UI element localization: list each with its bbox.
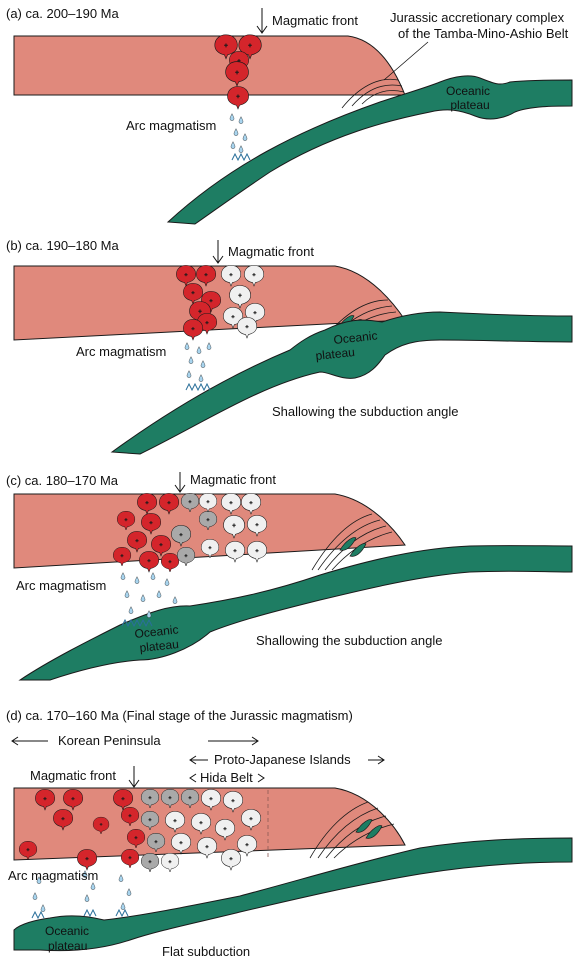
oceanic-plateau-label: Oceanic <box>45 924 89 938</box>
arc-magmatism-label: Arc magmatism <box>76 344 166 359</box>
proto-japanese-islands-label: Proto-Japanese Islands <box>214 752 351 767</box>
accretionary-complex <box>341 78 405 109</box>
arc-magmatism-label: Arc magmatism <box>16 578 106 593</box>
hida-belt-label: Hida Belt <box>200 770 253 785</box>
fluid-droplets <box>229 113 248 154</box>
accretionary-complex-label: Jurassic accretionary complex <box>390 10 565 25</box>
panel-a-title: (a) ca. 200–190 Ma <box>6 6 120 21</box>
continental-crust <box>13 493 406 569</box>
magmatic-front-arrow <box>256 8 268 34</box>
panel-b: (b) ca. 190–180 Ma Oceanic plateau <box>6 238 573 455</box>
oceanic-plateau-label: Oceanic <box>134 622 179 641</box>
subduction-note: Shallowing the subduction angle <box>272 404 458 419</box>
oceanic-plateau-label: plateau <box>139 637 180 655</box>
dehydration-front <box>31 908 129 920</box>
magmatic-front-label: Magmatic front <box>228 244 314 259</box>
korean-peninsula-label: Korean Peninsula <box>58 733 161 748</box>
panel-b-title: (b) ca. 190–180 Ma <box>6 238 120 253</box>
magmatic-front-arrow <box>212 240 224 264</box>
oceanic-plateau-label: Oceanic <box>333 328 378 347</box>
hida-belt-arrow <box>189 773 265 783</box>
oceanic-plateau-label: Oceanic <box>446 84 490 98</box>
subduction-note: Flat subduction <box>162 944 250 959</box>
panel-c: (c) ca. 180–170 Ma Oceanic plateau <box>6 472 573 681</box>
arc-magmatism-label: Arc magmatism <box>126 118 216 133</box>
accretionary-complex-label: of the Tamba-Mino-Ashio Belt <box>398 26 569 41</box>
magmatic-front-arrow <box>128 766 140 788</box>
oceanic-plateau-label: plateau <box>315 345 356 363</box>
panel-d: (d) ca. 170–160 Ma (Final stage of the J… <box>6 708 573 959</box>
subducting-slab <box>13 837 573 952</box>
subducting-slab <box>18 545 573 681</box>
panel-d-title: (d) ca. 170–160 Ma (Final stage of the J… <box>6 708 353 723</box>
dehydration-front <box>121 618 153 628</box>
magmatic-front-label: Magmatic front <box>190 472 276 487</box>
panel-a: (a) ca. 200–190 Ma Oceanic plateau <box>6 6 573 225</box>
continental-crust <box>13 35 406 96</box>
fluid-droplets <box>184 342 212 383</box>
accreted-plateau-slivers <box>355 819 383 839</box>
dehydration-front <box>231 152 251 162</box>
proto-japanese-islands-arrow <box>189 755 385 765</box>
leader-line <box>383 41 429 81</box>
oceanic-plateau-label: plateau <box>450 98 489 112</box>
subducting-slab <box>110 311 573 455</box>
oceanic-plateau-label: plateau <box>48 939 87 953</box>
dehydration-front <box>185 382 211 392</box>
panel-c-title: (c) ca. 180–170 Ma <box>6 473 119 488</box>
magmatic-front-label: Magmatic front <box>30 768 116 783</box>
korean-peninsula-arrow <box>11 736 259 746</box>
accretionary-complex <box>309 801 395 859</box>
magmatic-front-arrow <box>174 472 186 493</box>
magmatic-front-label: Magmatic front <box>272 13 358 28</box>
arc-magmatism-label: Arc magmatism <box>8 868 98 883</box>
subduction-note: Shallowing the subduction angle <box>256 633 442 648</box>
subducting-slab <box>166 75 573 225</box>
accreted-plateau-slivers <box>339 537 367 557</box>
